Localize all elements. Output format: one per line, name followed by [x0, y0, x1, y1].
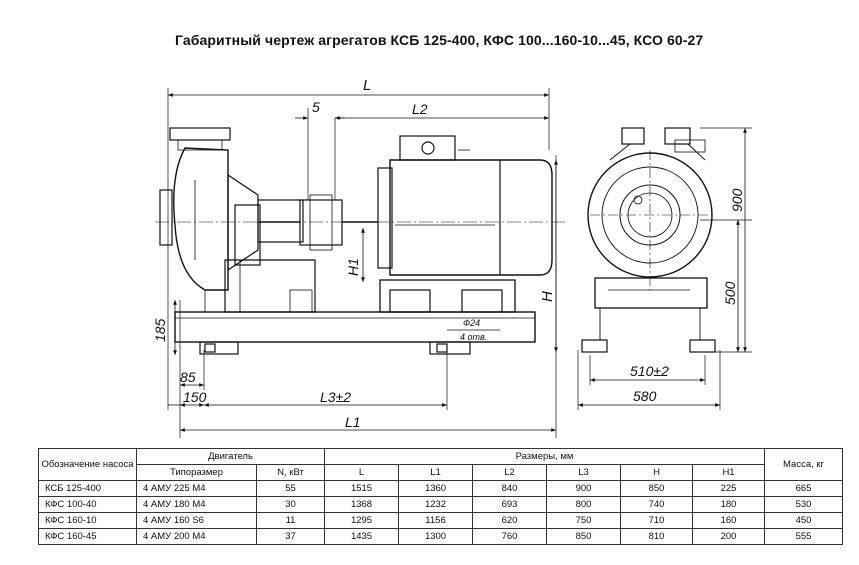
dim-L1: L1	[345, 414, 361, 430]
cell-motor: 4 АМУ 200 М4	[136, 528, 257, 545]
dim-H: H	[539, 291, 556, 302]
cell-h: 850	[620, 480, 694, 497]
dim-L: L	[363, 77, 371, 94]
header-L3: L3	[546, 464, 622, 481]
cell-n: 37	[255, 528, 326, 545]
header-designation: Обозначение насоса	[38, 448, 137, 481]
header-L: L	[324, 464, 400, 481]
hole-count: 4 отв.	[460, 332, 487, 342]
cell-l3: 800	[546, 496, 622, 513]
cell-h: 710	[620, 512, 694, 529]
cell-l3: 850	[546, 528, 622, 545]
dim-L3: L3±2	[320, 389, 351, 405]
cell-l2: 620	[472, 512, 548, 529]
header-L1: L1	[398, 464, 474, 481]
dim-H1: H1	[345, 258, 361, 276]
cell-mass: 665	[764, 480, 844, 497]
header-L2: L2	[472, 464, 548, 481]
cell-n: 55	[255, 480, 326, 497]
dim-510: 510±2	[630, 363, 669, 379]
cell-h1: 200	[692, 528, 766, 545]
cell-n: 30	[255, 496, 326, 513]
cell-h: 740	[620, 496, 694, 513]
header-dimensions: Размеры, мм	[324, 448, 766, 465]
dim-185: 185	[152, 318, 168, 342]
cell-motor: 4 АМУ 180 М4	[136, 496, 257, 513]
table-header-row-1: Обозначение насоса Двигатель Размеры, мм…	[38, 448, 844, 481]
header-type: Типоразмер	[136, 464, 257, 481]
header-mass: Масса, кг	[764, 448, 844, 481]
cell-h1: 225	[692, 480, 766, 497]
cell-l2: 760	[472, 528, 548, 545]
cell-l2: 840	[472, 480, 548, 497]
cell-name: КФС 160-10	[38, 512, 137, 529]
cell-l3: 750	[546, 512, 622, 529]
dim-580: 580	[633, 388, 657, 404]
header-power: N, кВт	[255, 464, 326, 481]
header-motor: Двигатель	[135, 448, 326, 465]
cell-l2: 693	[472, 496, 548, 513]
spec-table: Обозначение насоса Двигатель Размеры, мм…	[38, 448, 844, 545]
cell-mass: 450	[764, 512, 844, 529]
cell-h1: 180	[692, 496, 766, 513]
dim-900: 900	[729, 188, 745, 212]
dimension-drawing: L L2 5 H1 H 185 85 150 L3±2 L1 Ф24 4 отв…	[152, 77, 752, 438]
cell-l3: 900	[546, 480, 622, 497]
header-H: H	[620, 464, 694, 481]
cell-name: КСБ 125-400	[38, 480, 137, 497]
cell-mass: 530	[764, 496, 844, 513]
cell-h1: 160	[692, 512, 766, 529]
table-header-row-2: Типоразмер N, кВт L L1 L2 L3 H H1	[39, 464, 843, 481]
cell-name: КФС 160-45	[38, 528, 137, 545]
dim-150: 150	[183, 389, 207, 405]
cell-mass: 555	[764, 528, 844, 545]
cell-l1: 1156	[398, 512, 474, 529]
cell-n: 11	[255, 512, 326, 529]
drawing-title: Габаритный чертеж агрегатов КСБ 125-400,…	[175, 32, 704, 48]
cell-l1: 1300	[398, 528, 474, 545]
header-H1: H1	[692, 464, 766, 481]
dim-5: 5	[312, 99, 320, 115]
cell-l1: 1232	[398, 496, 474, 513]
cell-l: 1435	[324, 528, 400, 545]
cell-motor: 4 АМУ 225 М4	[136, 480, 257, 497]
cell-l: 1368	[324, 496, 400, 513]
hole-diameter: Ф24	[463, 318, 480, 328]
cell-l1: 1360	[398, 480, 474, 497]
dim-500: 500	[722, 281, 738, 305]
cell-h: 810	[620, 528, 694, 545]
cell-motor: 4 АМУ 160 S6	[136, 512, 257, 529]
dim-85: 85	[180, 369, 196, 385]
cell-name: КФС 100-40	[38, 496, 137, 513]
cell-l: 1295	[324, 512, 400, 529]
dim-L2: L2	[412, 101, 428, 117]
cell-l: 1515	[324, 480, 400, 497]
